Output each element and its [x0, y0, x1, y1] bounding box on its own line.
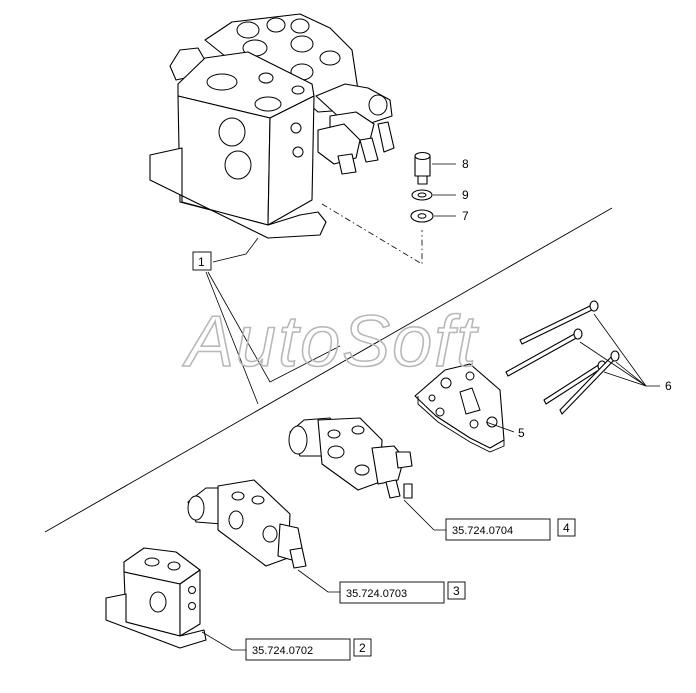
callout-box-1 — [192, 251, 212, 271]
callout-label-7: 7 — [462, 209, 469, 223]
callout-label-6: 6 — [665, 379, 672, 393]
callout-box-4 — [557, 518, 576, 537]
callout-label-3: 3 — [453, 584, 460, 598]
callout-box-2 — [353, 638, 372, 657]
washer-part-9 — [411, 189, 433, 201]
callout-label-4: 4 — [563, 521, 570, 535]
ref-box-0702 — [245, 638, 351, 661]
ref-box-0703 — [339, 581, 445, 604]
tie-rods-part-6 — [505, 300, 620, 415]
valve-assembly-main — [149, 13, 395, 239]
ref-text-0702: 35.724.0702 — [252, 645, 313, 657]
assembly-guide-line — [321, 203, 423, 265]
callout-label-2: 2 — [359, 641, 366, 655]
ref-text-0704: 35.724.0704 — [452, 525, 513, 537]
valve-section-3 — [187, 479, 307, 569]
valve-section-4 — [288, 417, 413, 499]
ref-text-0703: 35.724.0703 — [346, 588, 407, 600]
callout-label-9: 9 — [462, 188, 469, 202]
callout-box-3 — [447, 581, 466, 600]
callout-label-5: 5 — [518, 426, 525, 440]
separator-line — [44, 207, 613, 533]
washer-part-7 — [410, 209, 434, 223]
callout-label-1: 1 — [198, 255, 205, 269]
bolt-part-8 — [414, 151, 431, 185]
valve-section-2 — [105, 547, 207, 649]
callout-label-8: 8 — [462, 157, 469, 171]
plate-part-5 — [414, 363, 505, 453]
ref-box-0704 — [445, 518, 551, 541]
watermark-text: AutoSoft — [182, 302, 479, 382]
